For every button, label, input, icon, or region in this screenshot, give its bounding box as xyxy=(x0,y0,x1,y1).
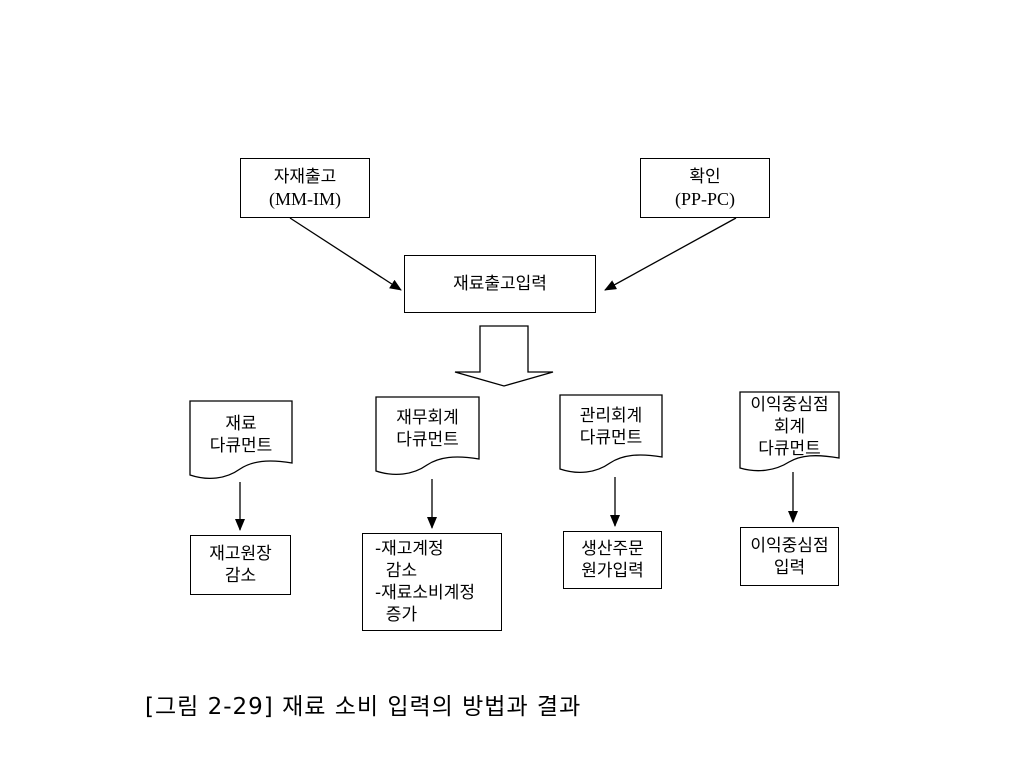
account-changes-line3: -재료소비계정 xyxy=(375,583,475,603)
material-issue-box: 자재출고 (MM-IM) xyxy=(240,158,370,218)
management-accounting-document: 관리회계 다큐먼트 xyxy=(559,394,663,477)
material-document: 재료 다큐먼트 xyxy=(189,400,293,483)
material-document-text: 재료 다큐먼트 xyxy=(190,405,292,465)
management-accounting-document-line1: 관리회계 xyxy=(579,406,643,426)
profit-center-accounting-document-text: 이익중심점 회계 다큐먼트 xyxy=(740,394,839,460)
account-changes-line2: 감소 xyxy=(375,561,418,581)
document-shape xyxy=(189,400,293,480)
account-changes-box: -재고계정 감소 -재료소비계정 증가 xyxy=(362,533,502,631)
material-issue-module: (MM-IM) xyxy=(269,189,341,209)
confirmation-module: (PP-PC) xyxy=(674,189,736,209)
account-changes-line1: -재고계정 xyxy=(375,539,444,559)
profit-center-input-line2: 입력 xyxy=(773,557,806,578)
inventory-ledger-line1: 재고원장 xyxy=(209,544,272,564)
profit-center-accounting-document-line3: 다큐먼트 xyxy=(758,439,821,459)
material-document-line2: 다큐먼트 xyxy=(209,436,273,456)
figure-caption: [그림 2-29] 재료 소비 입력의 방법과 결과 xyxy=(145,694,582,720)
inventory-ledger-decrease-box: 재고원장 감소 xyxy=(190,535,291,595)
production-order-cost-box: 생산주문 원가입력 xyxy=(563,531,662,589)
confirmation-title: 확인 xyxy=(689,167,721,187)
inventory-ledger-line2: 감소 xyxy=(224,566,257,586)
arrow-top-left-to-center xyxy=(289,217,402,291)
material-document-line1: 재료 xyxy=(225,414,257,434)
profit-center-input-line1: 이익중심점 xyxy=(750,535,829,556)
profit-center-accounting-document: 이익중심점 회계 다큐먼트 xyxy=(739,391,840,474)
financial-accounting-document-text: 재무회계 다큐먼트 xyxy=(376,399,479,459)
profit-center-accounting-document-line1: 이익중심점 xyxy=(750,395,829,415)
document-shape xyxy=(375,396,480,476)
production-order-cost-line2: 원가입력 xyxy=(581,561,644,581)
material-issue-input-label: 재료출고입력 xyxy=(453,274,547,294)
arrow-top-right-to-center xyxy=(604,217,737,291)
management-accounting-document-line2: 다큐먼트 xyxy=(579,428,643,448)
production-order-cost-line1: 생산주문 xyxy=(581,539,644,559)
profit-center-accounting-document-line2: 회계 xyxy=(773,417,806,437)
document-shape xyxy=(559,394,663,474)
account-changes-line4: 증가 xyxy=(375,605,418,625)
financial-accounting-document-line1: 재무회계 xyxy=(396,408,459,428)
document-shape xyxy=(739,391,840,472)
material-issue-input-box: 재료출고입력 xyxy=(404,255,596,313)
confirmation-box: 확인 (PP-PC) xyxy=(640,158,770,218)
block-arrow-down xyxy=(454,325,554,387)
financial-accounting-document: 재무회계 다큐먼트 xyxy=(375,396,480,479)
material-issue-title: 자재출고 xyxy=(273,167,337,187)
management-accounting-document-text: 관리회계 다큐먼트 xyxy=(560,397,662,457)
financial-accounting-document-line2: 다큐먼트 xyxy=(396,430,459,450)
profit-center-input-box: 이익중심점 입력 xyxy=(740,527,839,586)
